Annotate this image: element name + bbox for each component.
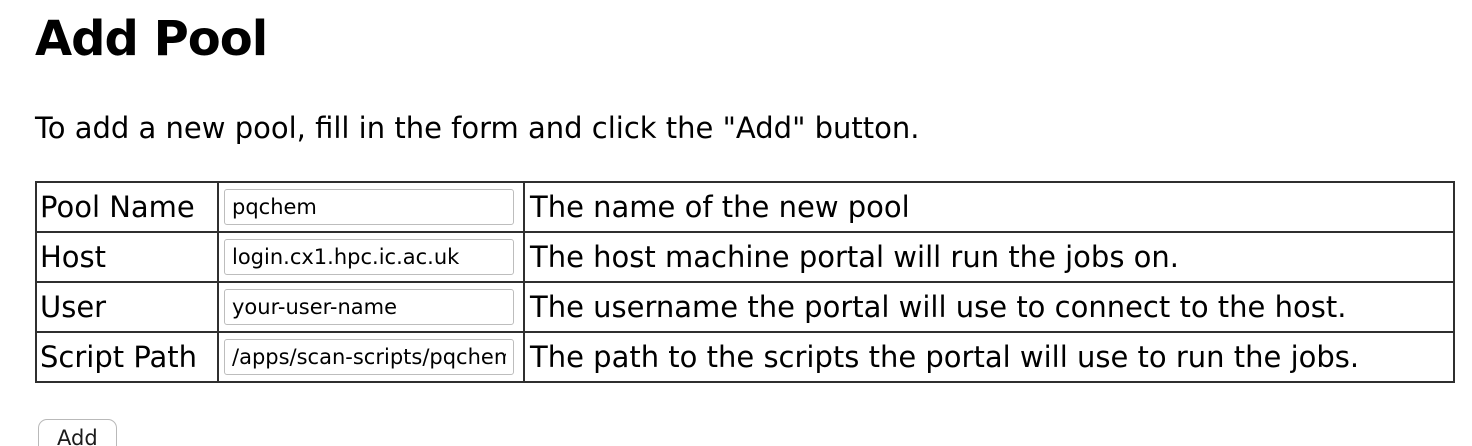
script-path-input[interactable] [224, 338, 514, 375]
table-row-user: User The username the portal will use to… [35, 280, 1455, 333]
user-cell [217, 280, 525, 333]
user-description: The username the portal will use to conn… [523, 280, 1455, 333]
script-path-description: The path to the scripts the portal will … [523, 330, 1455, 383]
host-cell [217, 230, 525, 283]
table-row-host: Host The host machine portal will run th… [35, 230, 1455, 283]
page-title: Add Pool [35, 11, 268, 67]
host-input[interactable] [224, 238, 514, 275]
add-pool-form: Pool Name The name of the new pool Host … [35, 180, 1472, 446]
pool-name-label: Pool Name [35, 180, 219, 233]
pool-name-cell [217, 180, 525, 233]
user-input[interactable] [224, 288, 514, 325]
host-label: Host [35, 230, 219, 283]
table-row-pool-name: Pool Name The name of the new pool [35, 180, 1455, 233]
add-button[interactable]: Add [38, 418, 117, 446]
host-description: The host machine portal will run the job… [523, 230, 1455, 283]
table-row-script-path: Script Path The path to the scripts the … [35, 330, 1455, 383]
script-path-label: Script Path [35, 330, 219, 383]
script-path-cell [217, 330, 525, 383]
add-pool-page: Add Pool To add a new pool, fill in the … [0, 11, 1472, 446]
intro-text: To add a new pool, fill in the form and … [35, 111, 920, 146]
pool-name-description: The name of the new pool [523, 180, 1455, 233]
user-label: User [35, 280, 219, 333]
pool-name-input[interactable] [224, 188, 514, 225]
pool-form-table: Pool Name The name of the new pool Host … [35, 180, 1455, 383]
